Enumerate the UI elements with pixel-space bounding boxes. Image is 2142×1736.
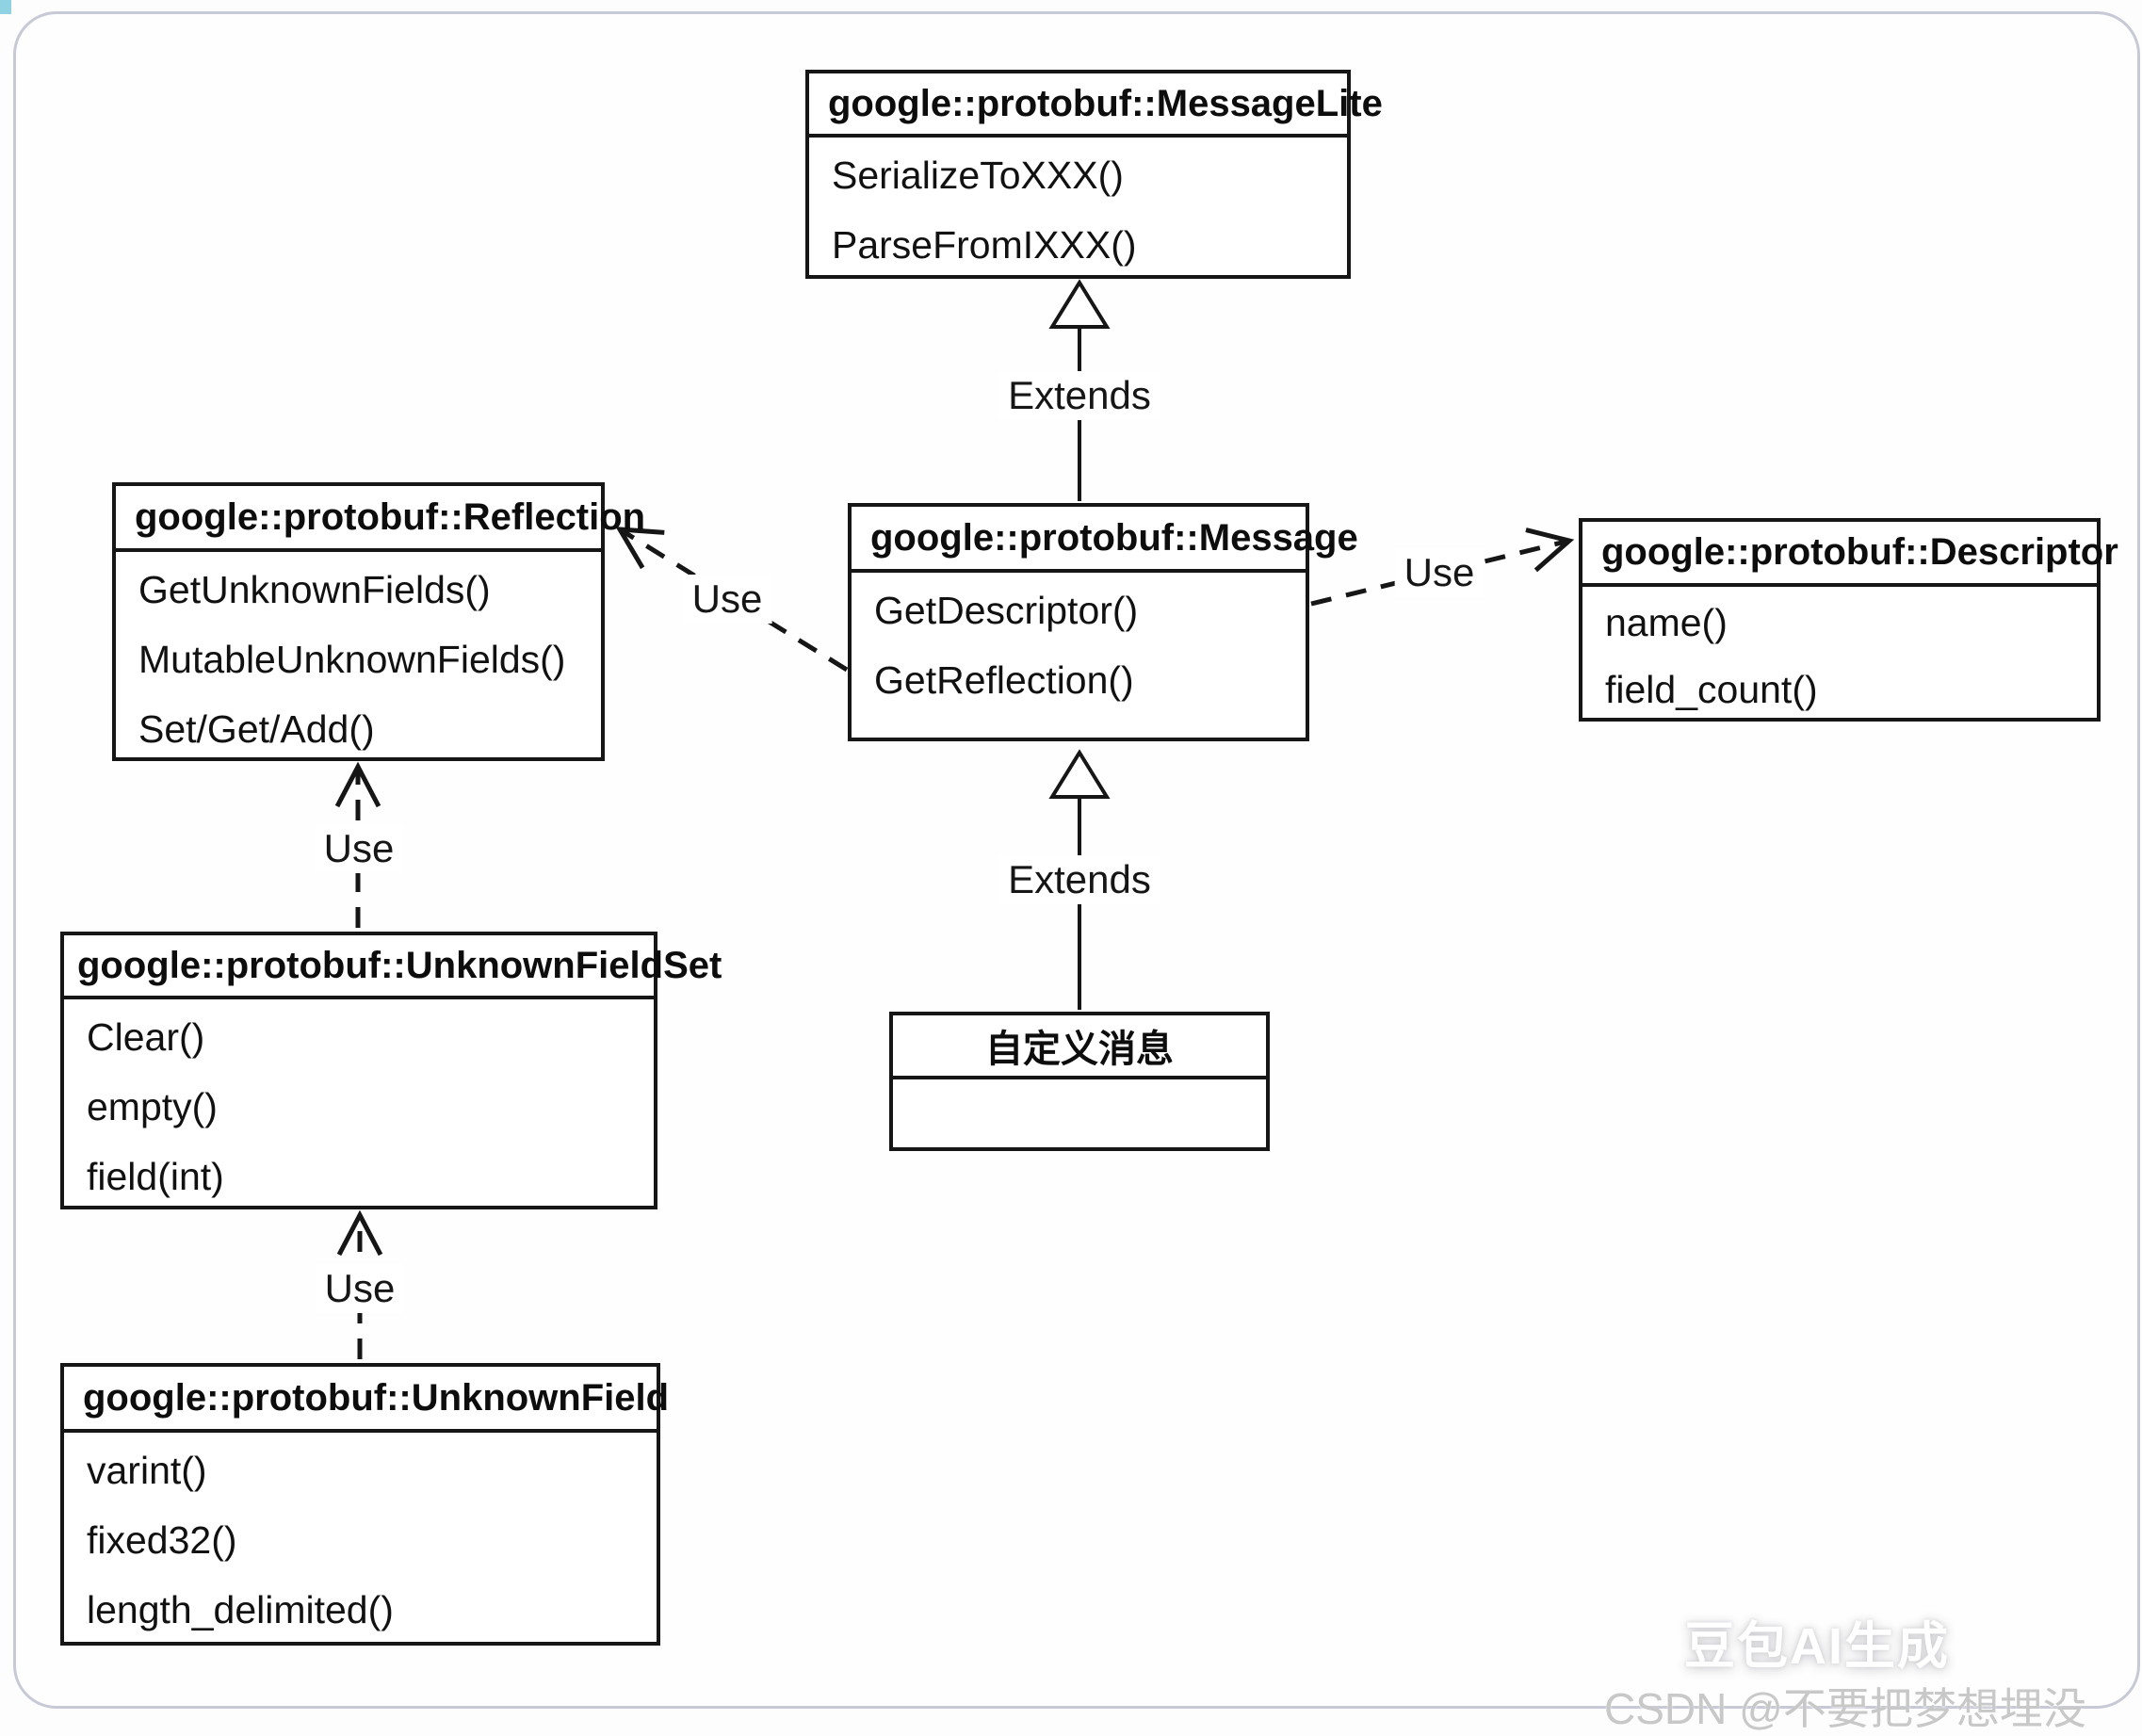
class-method: GetDescriptor() [874, 588, 1139, 632]
relationship-label-use: Use [315, 1264, 405, 1313]
watermark-attribution: CSDN @不要把梦想埋没 [1604, 1684, 2086, 1733]
class-methods-message: GetDescriptor() GetReflection() [852, 573, 1306, 715]
class-methods-unknownfieldset: Clear() empty() field(int) [64, 999, 654, 1211]
class-method: length_delimited() [87, 1587, 394, 1631]
class-methods-custom-message [893, 1079, 1266, 1082]
class-method: empty() [87, 1084, 218, 1128]
class-method: ParseFromIXXX() [832, 222, 1137, 267]
class-method: GetUnknownFields() [138, 567, 491, 611]
class-method: Set/Get/Add() [138, 706, 375, 751]
class-box-unknownfield: google::protobuf::UnknownField varint() … [60, 1363, 669, 1646]
class-method: Clear() [87, 1014, 205, 1059]
relationship-label-extends: Extends [998, 855, 1160, 904]
class-box-descriptor: google::protobuf::Descriptor name() fiel… [1579, 518, 2118, 723]
class-method: SerializeToXXX() [832, 153, 1124, 197]
class-method: name() [1605, 601, 1728, 644]
class-box-reflection: google::protobuf::Reflection GetUnknownF… [112, 482, 645, 764]
class-title-messagelite: google::protobuf::MessageLite [809, 73, 1383, 138]
class-method: field(int) [87, 1154, 224, 1198]
class-title-unknownfieldset: google::protobuf::UnknownFieldSet [64, 935, 722, 999]
class-method: field_count() [1605, 668, 1818, 711]
corner-accent-mark [0, 0, 11, 14]
class-box-messagelite: google::protobuf::MessageLite SerializeT… [805, 70, 1383, 280]
relationship-label-use: Use [314, 824, 404, 873]
class-box-message: google::protobuf::Message GetDescriptor(… [848, 503, 1358, 741]
class-title-custom-message: 自定义消息 [893, 1015, 1266, 1079]
class-title-unknownfield: google::protobuf::UnknownField [64, 1367, 669, 1433]
watermark-generator: 豆包AI生成 [1684, 1618, 1950, 1675]
class-method: GetReflection() [874, 657, 1134, 702]
class-methods-messagelite: SerializeToXXX() ParseFromIXXX() [809, 138, 1347, 280]
class-title-reflection: google::protobuf::Reflection [116, 486, 645, 552]
class-method: varint() [87, 1448, 207, 1492]
class-methods-descriptor: name() field_count() [1582, 587, 2097, 723]
relationship-label-extends: Extends [998, 371, 1160, 420]
class-title-message: google::protobuf::Message [852, 507, 1358, 573]
class-method: fixed32() [87, 1517, 237, 1562]
class-methods-unknownfield: varint() fixed32() length_delimited() [64, 1433, 657, 1645]
relationship-label-use: Use [1394, 548, 1485, 597]
class-method: MutableUnknownFields() [138, 637, 566, 681]
class-box-custom-message: 自定义消息 [889, 1012, 1270, 1151]
relationship-label-use: Use [682, 575, 772, 624]
class-methods-reflection: GetUnknownFields() MutableUnknownFields(… [116, 552, 601, 764]
class-box-unknownfieldset: google::protobuf::UnknownFieldSet Clear(… [60, 932, 722, 1211]
class-title-descriptor: google::protobuf::Descriptor [1582, 522, 2118, 587]
